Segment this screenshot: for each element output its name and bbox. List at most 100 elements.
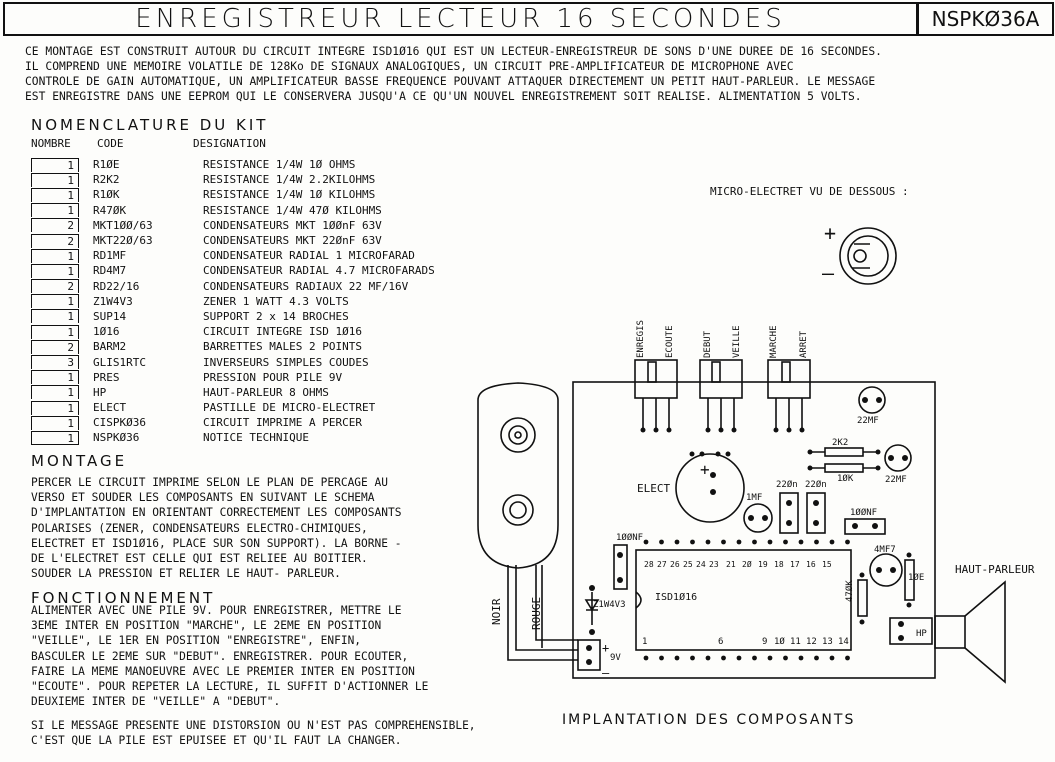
sw-label-ecoute: ECOUTE: [665, 325, 675, 358]
capacitor-100nf-left: [613, 544, 628, 590]
micro-plus-sign: +: [824, 221, 836, 245]
ic-pin-label: 15: [822, 560, 832, 569]
ic-pin-label: 28: [644, 560, 654, 569]
label-2k2: 2K2: [832, 438, 848, 448]
component-layout-diagram: MICRO-ELECTRET VU DE DESSOUS : + – NOIR …: [477, 185, 1035, 684]
col-header-designation: DESIGNATION: [193, 137, 266, 150]
ic-pin-dot: [752, 655, 757, 661]
row-designation: PRESSION POUR PILE 9V: [203, 370, 343, 384]
ic-pin-dot: [845, 655, 850, 661]
label-22mf-right: 22MF: [885, 475, 907, 485]
sw-label-enregis: ENREGIS: [636, 320, 646, 358]
wire-noir-label: NOIR: [490, 598, 503, 625]
ic-pin-dot: [705, 539, 711, 545]
capacitor-22mf-right: [884, 444, 912, 472]
label-9v-minus: –: [602, 666, 610, 680]
label-ic: ISD1Ø16: [655, 591, 697, 603]
switch-debut-veille[interactable]: [699, 359, 743, 428]
ic-pin-label: 12: [806, 637, 817, 647]
resistor-10k: [810, 463, 878, 473]
ic-pin-dot: [690, 655, 695, 661]
ic-pin-dot: [721, 655, 726, 661]
row-quantity: 1: [31, 248, 79, 263]
row-code: ELECT: [93, 401, 127, 415]
micro-electret-symbol: [839, 227, 897, 285]
row-code: R2K2: [93, 173, 120, 187]
ic-pin-dot: [736, 539, 742, 545]
zener-diode: [584, 592, 600, 625]
row-quantity: 2: [31, 339, 79, 354]
row-designation: INVERSEURS SIMPLES COUDES: [203, 355, 369, 369]
ic-pin-label: 19: [758, 560, 768, 569]
resistor-2k2: [810, 447, 878, 457]
power-connector-9v: [577, 639, 601, 671]
row-code: MKT1ØØ/63: [93, 218, 153, 232]
battery-note: SI LE MESSAGE PRESENTE UNE DISTORSION OU…: [31, 719, 476, 748]
row-quantity: 1: [31, 294, 79, 309]
row-code: SUP14: [93, 309, 127, 323]
montage-text: PERCER LE CIRCUIT IMPRIME SELON LE PLAN …: [31, 476, 402, 581]
row-code: NSPKØ36: [93, 431, 140, 445]
ic-pin-label: 2Ø: [742, 559, 752, 569]
sw-label-debut: DEBUT: [703, 330, 713, 358]
row-designation: CONDENSATEUR RADIAL 4.7 MICROFARADS: [203, 264, 435, 278]
row-designation: CONDENSATEUR RADIAL 1 MICROFARAD: [203, 249, 415, 263]
battery-clip: [477, 382, 578, 661]
row-quantity: 1: [31, 370, 79, 385]
capacitor-4mf7: [869, 553, 903, 587]
row-designation: CIRCUIT IMPRIME A PERCER: [203, 416, 362, 430]
ic-pin-dot: [829, 539, 835, 545]
sw-label-marche: MARCHE: [769, 325, 779, 358]
ic-pin-label: 18: [774, 560, 784, 569]
ic-pin-label: 16: [806, 560, 816, 569]
label-4mf7: 4MF7: [874, 545, 896, 555]
title-text: ENREGISTREUR LECTEUR 16 SECONDES: [135, 4, 786, 34]
switch-enregis-ecoute[interactable]: [634, 359, 678, 428]
ic-pin-dot: [674, 539, 680, 545]
fonctionnement-text: ALIMENTER AVEC UNE PILE 9V. POUR ENREGIS…: [31, 604, 429, 709]
row-quantity: 1: [31, 385, 79, 400]
fonctionnement-heading: FONCTIONNEMENT: [31, 589, 216, 607]
col-header-code: CODE: [97, 137, 124, 150]
row-code: R1ØK: [93, 188, 120, 202]
ic-pin-label: 1Ø: [774, 636, 785, 647]
ic-pin-label: 6: [718, 637, 723, 647]
row-code: Z1W4V3: [93, 294, 133, 308]
sw-label-veille: VEILLE: [732, 325, 742, 358]
ic-pin-dot: [798, 655, 804, 661]
resistor-470k: [857, 579, 868, 617]
row-designation: CONDENSATEURS MKT 22ØnF 63V: [203, 234, 382, 248]
ic-pin-dot: [783, 539, 788, 545]
ic-pin-dot: [736, 655, 742, 661]
ic-pin-dot: [643, 655, 649, 661]
capacitor-1mf: [743, 503, 773, 533]
label-470k: 47ØK: [844, 580, 855, 602]
row-code: RD22/16: [93, 279, 140, 293]
label-elect-plus: +: [700, 460, 710, 479]
ic-pin-dot: [829, 655, 835, 661]
row-quantity: 2: [31, 218, 79, 233]
row-code: RD1MF: [93, 249, 127, 263]
switch-marche-arret[interactable]: [767, 359, 811, 428]
row-quantity: 1: [31, 263, 79, 278]
page-title: ENREGISTREUR LECTEUR 16 SECONDES: [3, 2, 918, 36]
ic-pin-dot: [814, 539, 819, 545]
row-quantity: 1: [31, 400, 79, 415]
ic-pin-label: 27: [657, 560, 667, 569]
row-designation: ZENER 1 WATT 4.3 VOLTS: [203, 294, 349, 308]
row-designation: CONDENSATEURS MKT 1ØØnF 63V: [203, 218, 382, 232]
row-designation: NOTICE TECHNIQUE: [203, 431, 309, 445]
ic-pin-label: 11: [790, 637, 801, 647]
row-quantity: 1: [31, 309, 79, 324]
ic-pin-dot: [659, 655, 664, 661]
label-100nf-left: 1ØØNF: [616, 532, 643, 543]
row-quantity: 3: [31, 355, 79, 370]
